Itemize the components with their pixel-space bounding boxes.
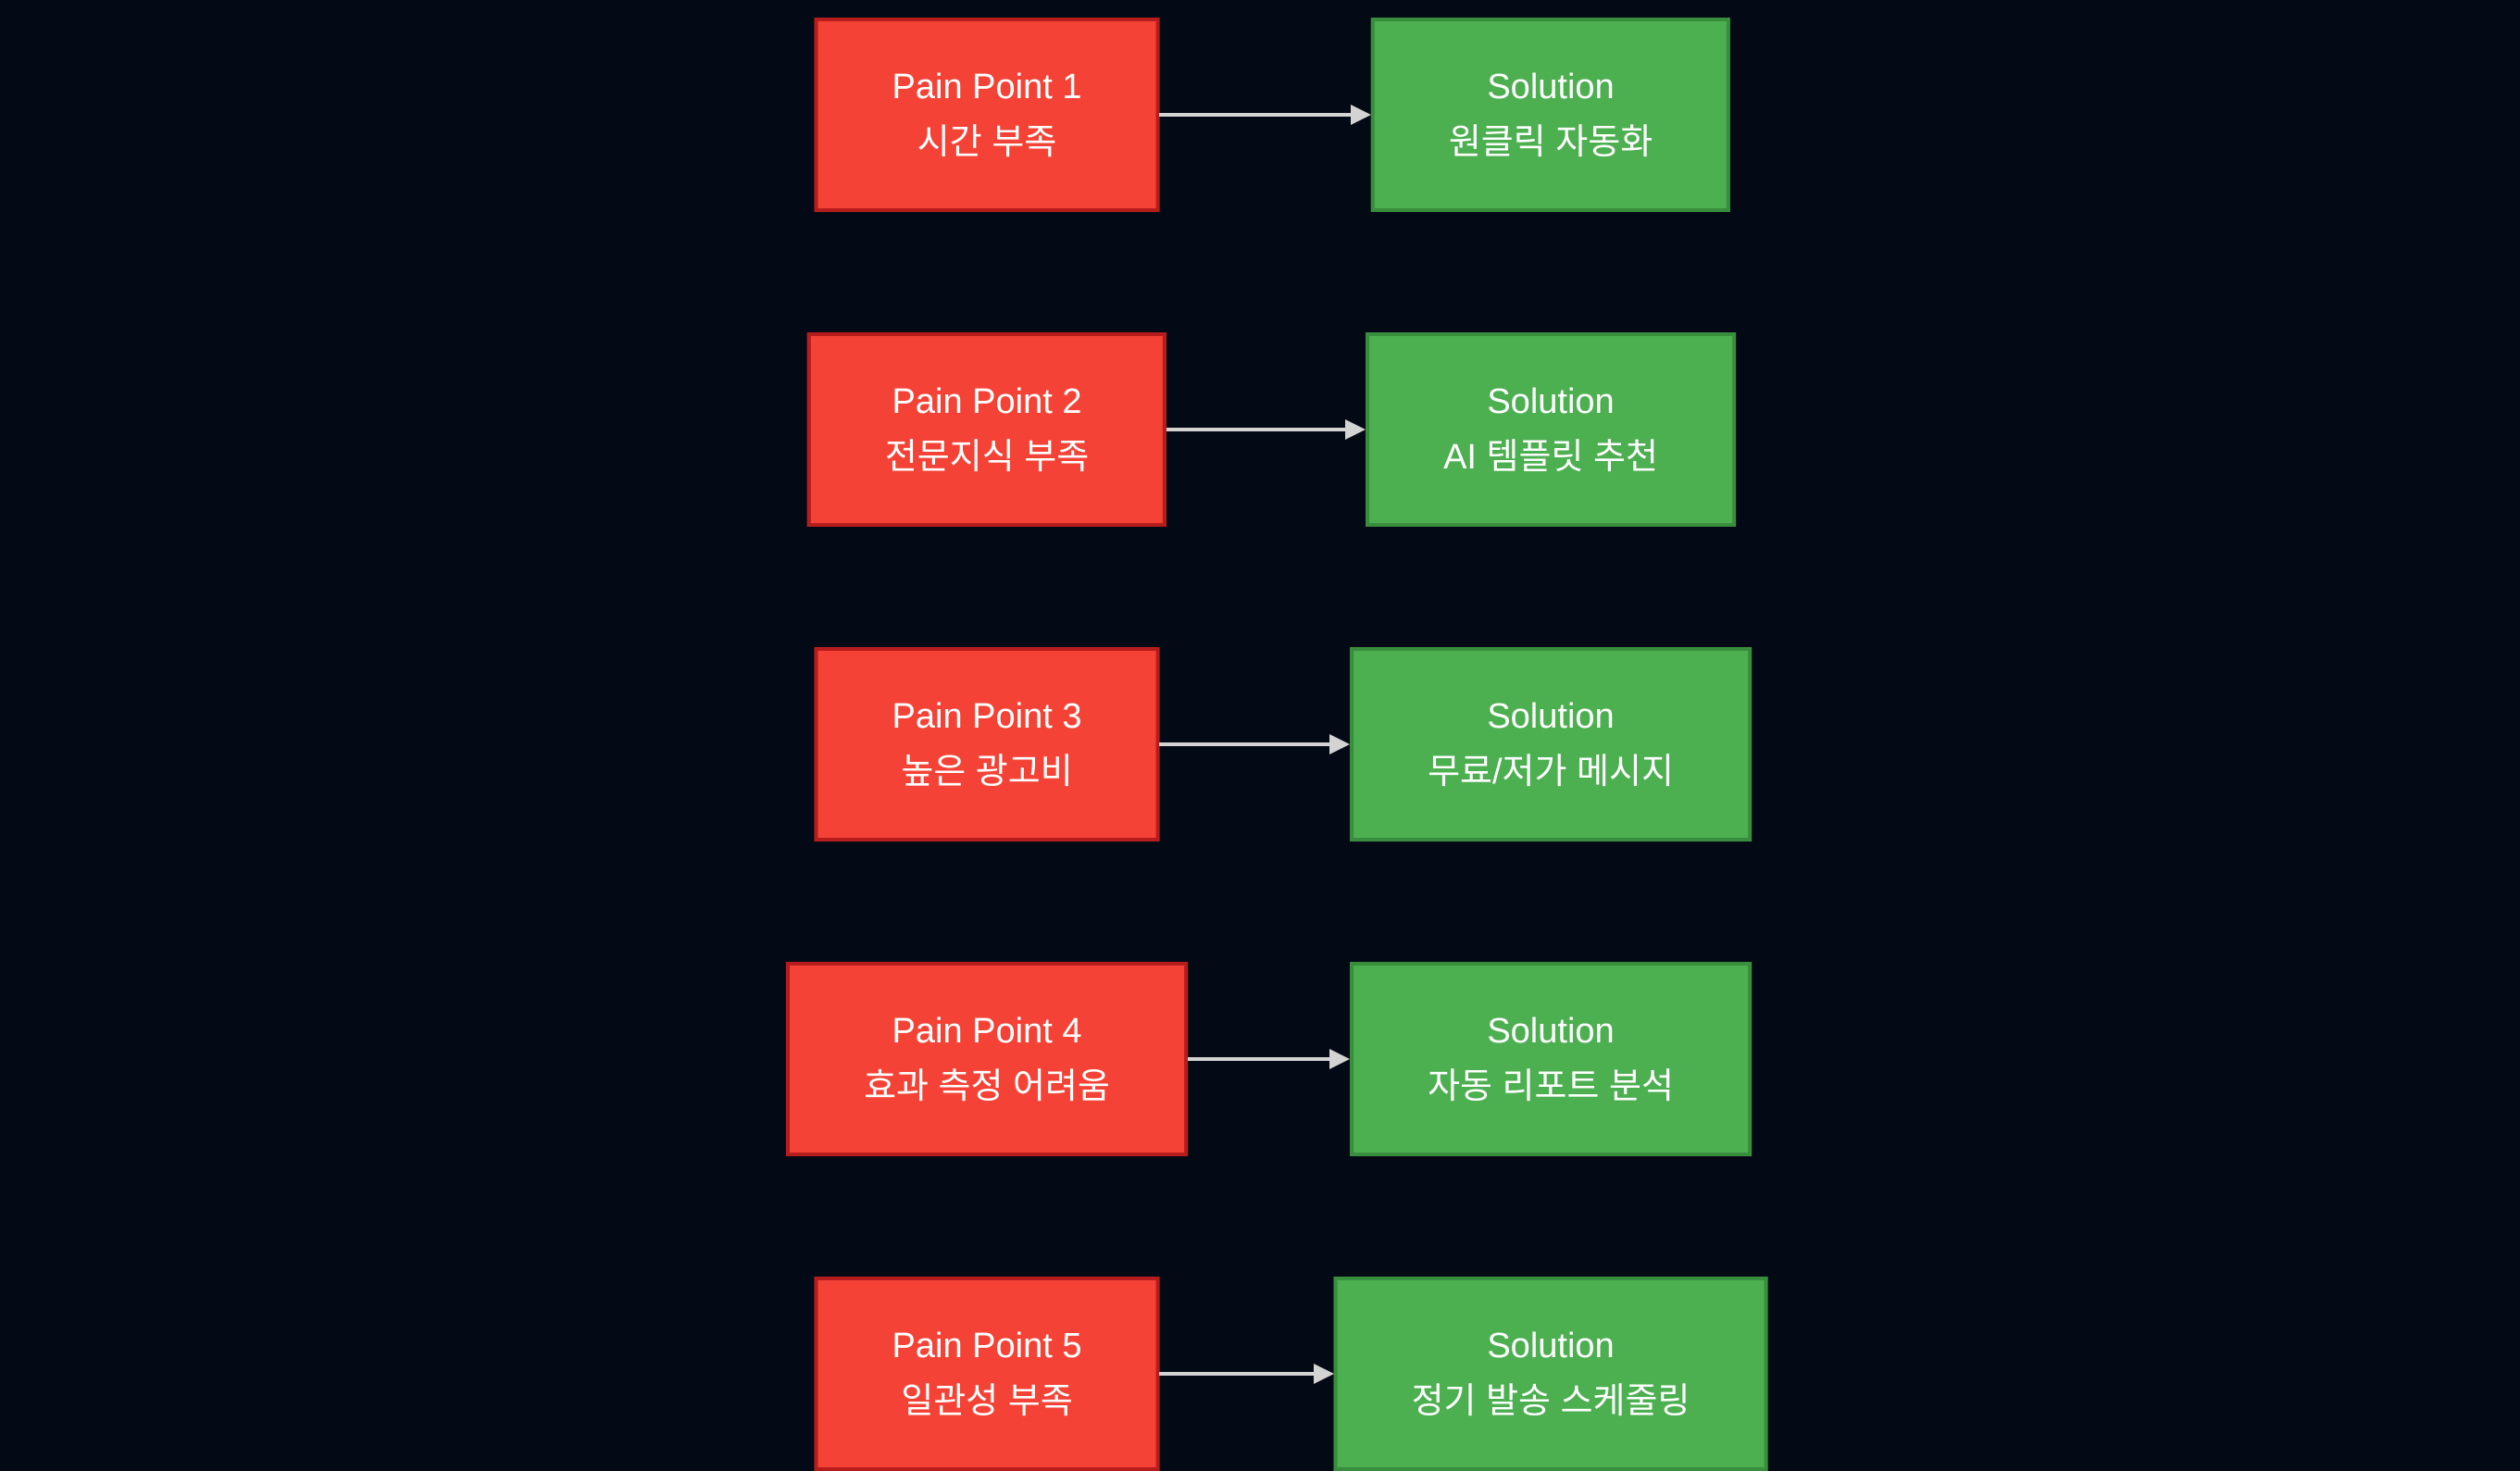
solution-detail: 원클릭 자동화 [1448,123,1653,162]
solution-5-node: Solution 정기 발송 스케줄링 [1333,1277,1768,1471]
arrow-right-icon [1159,1364,1334,1384]
pain-point-2-node: Pain Point 2 전문지식 부족 [806,332,1167,527]
solution-detail: 자동 리포트 분석 [1428,1067,1674,1106]
diagram-row-3: Pain Point 3 높은 광고비 Solution 무료/저가 메시지 [0,647,2520,841]
solution-2-node: Solution AI 템플릿 추천 [1366,332,1736,527]
solution-detail: 정기 발송 스케줄링 [1411,1382,1690,1421]
pain-point-detail: 높은 광고비 [901,753,1073,792]
solution-3-node: Solution 무료/저가 메시지 [1350,647,1752,841]
solution-title: Solution [1487,68,1615,106]
pain-point-detail: 효과 측정 어려움 [864,1067,1110,1106]
pain-point-detail: 전문지식 부족 [884,438,1090,477]
solution-title: Solution [1487,382,1615,421]
pain-point-4-node: Pain Point 4 효과 측정 어려움 [786,962,1188,1156]
solution-title: Solution [1487,1327,1615,1365]
diagram-row-1: Pain Point 1 시간 부족 Solution 원클릭 자동화 [0,18,2520,212]
solution-title: Solution [1487,1012,1615,1051]
pain-point-title: Pain Point 5 [892,1327,1082,1365]
arrow-right-icon [1166,419,1366,440]
diagram-row-5: Pain Point 5 일관성 부족 Solution 정기 발송 스케줄링 [0,1277,2520,1471]
pain-point-title: Pain Point 1 [892,68,1082,106]
diagram-row-4: Pain Point 4 효과 측정 어려움 Solution 자동 리포트 분… [0,962,2520,1156]
pain-point-1-node: Pain Point 1 시간 부족 [814,18,1160,212]
pain-point-title: Pain Point 4 [892,1012,1082,1051]
arrow-right-icon [1159,734,1350,754]
diagram-row-2: Pain Point 2 전문지식 부족 Solution AI 템플릿 추천 [0,332,2520,527]
solution-detail: AI 템플릿 추천 [1443,438,1658,477]
solution-title: Solution [1487,697,1615,736]
pain-point-detail: 일관성 부족 [901,1382,1073,1421]
pain-point-3-node: Pain Point 3 높은 광고비 [814,647,1160,841]
solution-1-node: Solution 원클릭 자동화 [1370,18,1731,212]
solution-detail: 무료/저가 메시지 [1428,753,1674,792]
pain-point-detail: 시간 부족 [917,123,1057,162]
pain-point-5-node: Pain Point 5 일관성 부족 [814,1277,1160,1471]
solution-4-node: Solution 자동 리포트 분석 [1350,962,1752,1156]
arrow-right-icon [1187,1049,1351,1069]
pain-point-title: Pain Point 3 [892,697,1082,736]
arrow-right-icon [1159,105,1372,125]
pain-point-title: Pain Point 2 [892,382,1082,421]
